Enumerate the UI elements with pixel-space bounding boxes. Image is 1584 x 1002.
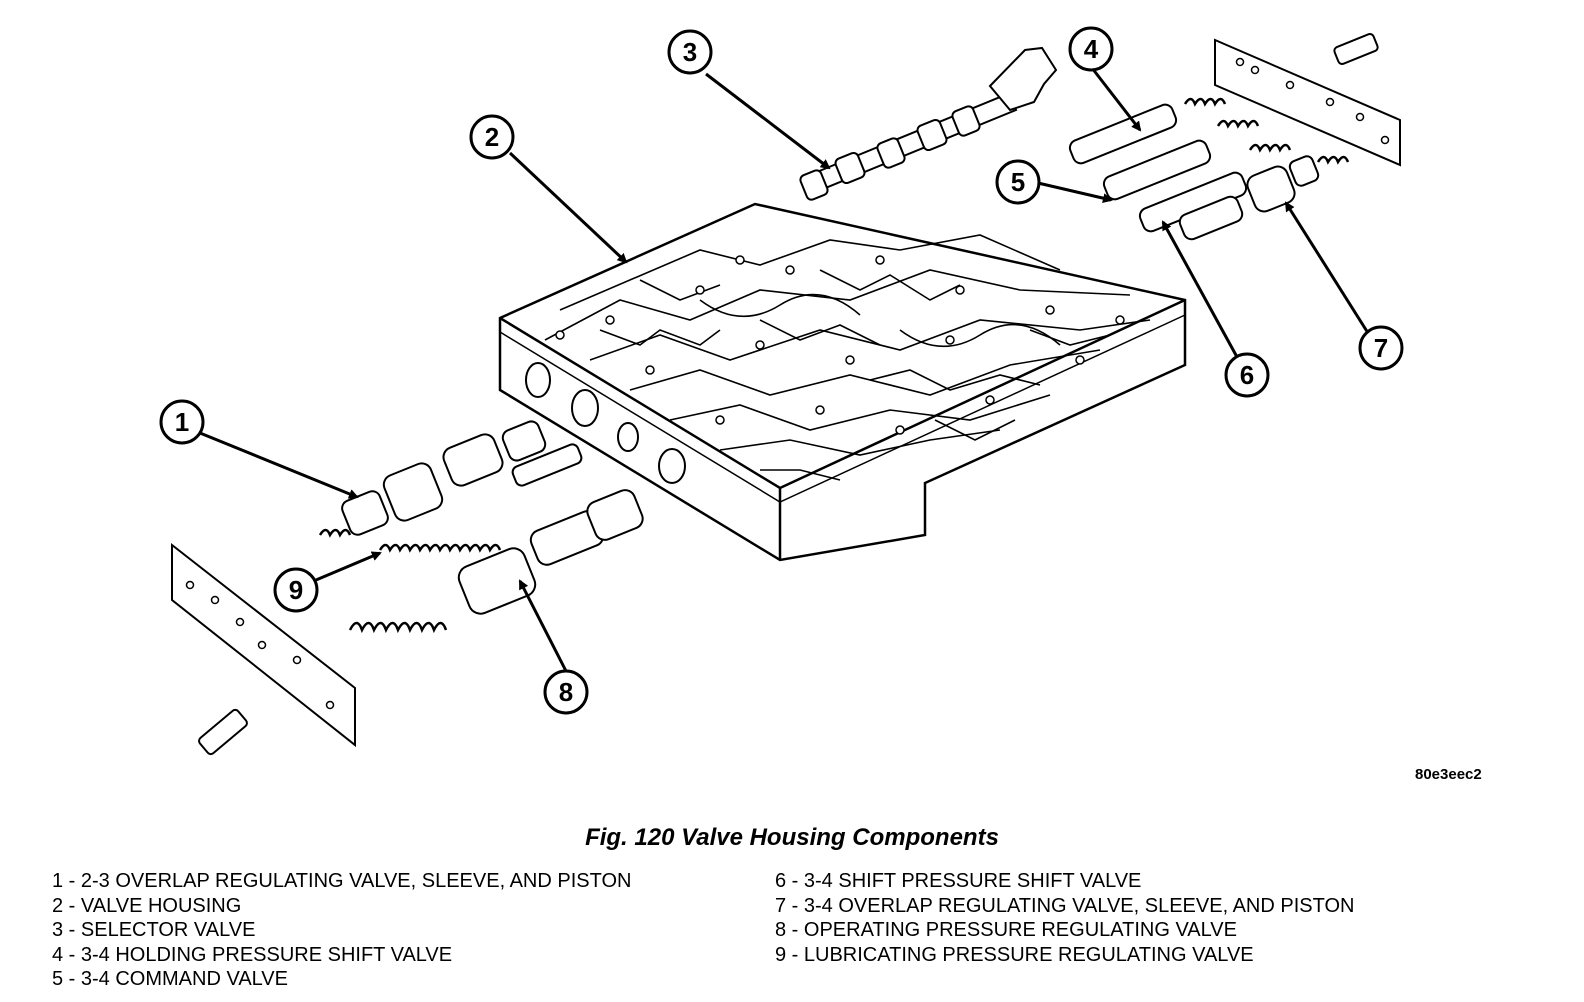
figure-caption: Fig. 120 Valve Housing Components [585,824,999,851]
figure-reference-code: 80e3eec2 [1415,766,1482,783]
legend-item-4: 4 - 3-4 HOLDING PRESSURE SHIFT VALVE [52,943,453,966]
legend-item-8: 8 - OPERATING PRESSURE REGULATING VALVE [775,919,1237,941]
legend-left-column: 1 - 2-3 OVERLAP REGULATING VALVE, SLEEVE… [52,869,631,992]
svg-text:9: 9 [289,575,303,605]
svg-text:5: 5 [1011,167,1025,197]
callout-1: 1 [159,399,205,445]
callout-4: 4 [1068,26,1114,72]
legend-item-6: 6 - 3-4 SHIFT PRESSURE SHIFT VALVE [775,870,1142,892]
exploded-valve-diagram: 1 2 3 4 5 6 7 8 9 [159,26,1404,756]
svg-text:7: 7 [1374,333,1388,363]
callout-2: 2 [469,114,515,160]
callout-3: 3 [667,29,713,75]
legend-item-5: 5 - 3-4 COMMAND VALVE [52,968,288,990]
svg-text:3: 3 [683,37,697,67]
valve-housing-drawing [498,202,1187,562]
callout-7: 7 [1358,325,1404,371]
callout-8: 8 [543,669,589,715]
legend-item-2: 2 - VALVE HOUSING [52,894,242,917]
leader-lines [199,67,1370,674]
selector-valve-drawing [799,46,1058,201]
callout-5: 5 [995,159,1041,205]
legend-right-column: 6 - 3-4 SHIFT PRESSURE SHIFT VALVE 7 - 3… [775,869,1354,967]
legend-item-7: 7 - 3-4 OVERLAP REGULATING VALVE, SLEEVE… [775,894,1355,917]
svg-text:2: 2 [485,122,499,152]
callout-6: 6 [1224,352,1270,398]
svg-text:8: 8 [559,677,573,707]
svg-text:6: 6 [1240,360,1254,390]
legend-item-9: 9 - LUBRICATING PRESSURE REGULATING VALV… [775,943,1254,966]
svg-text:4: 4 [1084,34,1099,64]
svg-text:1: 1 [175,407,189,437]
left-valve-parts-drawing [171,420,644,756]
callout-9: 9 [273,567,319,613]
legend-item-1: 1 - 2-3 OVERLAP REGULATING VALVE, SLEEVE… [52,870,632,892]
right-valve-parts-drawing [1068,32,1401,241]
legend-item-3: 3 - SELECTOR VALVE [52,919,256,941]
